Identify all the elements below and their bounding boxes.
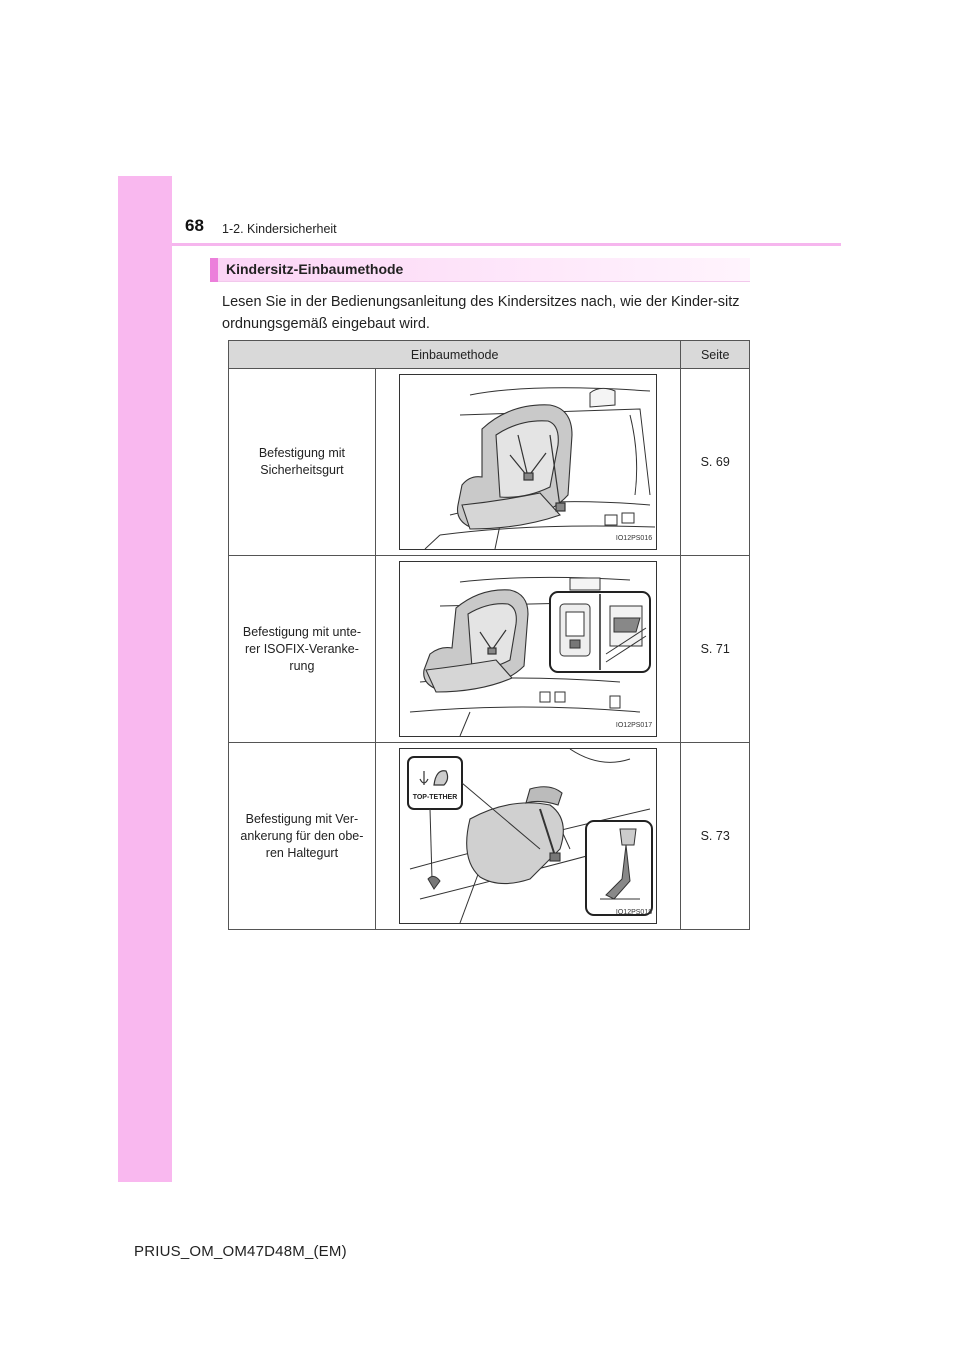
heading-mark [210, 258, 218, 282]
method-label: Befestigung mit unte-rer ISOFIX-Veranke-… [242, 624, 361, 673]
header-rule [172, 243, 841, 246]
seatbelt-drawing [424, 387, 656, 549]
footer-document-id: PRIUS_OM_OM47D48M_(EM) [134, 1243, 347, 1260]
intro-paragraph: Lesen Sie in der Bedienungsanleitung des… [222, 294, 740, 332]
top-tether-label: TOP-TETHER [413, 794, 458, 801]
child-seat-isofix-illustration: IO12PS017 [399, 561, 658, 737]
page-cell: S. 73 [680, 742, 750, 930]
table-header-row: Einbaumethode Seite [227, 340, 750, 369]
child-seat-top-tether-illustration: TOP-TETHER [399, 748, 658, 924]
side-strip [118, 176, 172, 1182]
method-label: Befestigung mit Ver-ankerung für den obe… [240, 811, 364, 860]
section-heading: Kindersitz-Einbaumethode [210, 258, 750, 282]
installation-methods-table: Einbaumethode Seite Befestigung mit Sich… [227, 340, 750, 930]
table-row: Befestigung mit Ver-ankerung für den obe… [228, 742, 750, 930]
illustration-code: IO12PS017 [615, 722, 653, 729]
page-number: 68 [185, 216, 204, 235]
section-title: 1-2. Kindersicherheit [222, 222, 337, 236]
illustration-cell: IO12PS017 [374, 555, 682, 743]
illustration-code: IO12PS016 [615, 535, 653, 542]
method-cell: Befestigung mit unte-rer ISOFIX-Veranke-… [228, 555, 376, 743]
table-row: Befestigung mit Sicherheitsgurt [228, 368, 750, 556]
page-cell: S. 69 [680, 368, 750, 556]
isofix-drawing [410, 576, 652, 736]
method-cell: Befestigung mit Ver-ankerung für den obe… [228, 742, 376, 930]
table-row: Befestigung mit unte-rer ISOFIX-Veranke-… [228, 555, 750, 743]
top-tether-drawing: TOP-TETHER [407, 749, 654, 923]
header-method: Einbaumethode [227, 340, 682, 369]
page-cell: S. 71 [680, 555, 750, 743]
illustration-cell: TOP-TETHER [374, 742, 682, 930]
method-cell: Befestigung mit Sicherheitsgurt [228, 368, 376, 556]
header-page: Seite [680, 340, 750, 369]
child-seat-seatbelt-illustration: IO12PS016 [399, 374, 658, 550]
illustration-cell: IO12PS016 [374, 368, 682, 556]
heading-text: Kindersitz-Einbaumethode [226, 261, 404, 277]
method-label: Befestigung mit Sicherheitsgurt [258, 446, 345, 477]
illustration-code: IO12PS018 [615, 909, 653, 916]
